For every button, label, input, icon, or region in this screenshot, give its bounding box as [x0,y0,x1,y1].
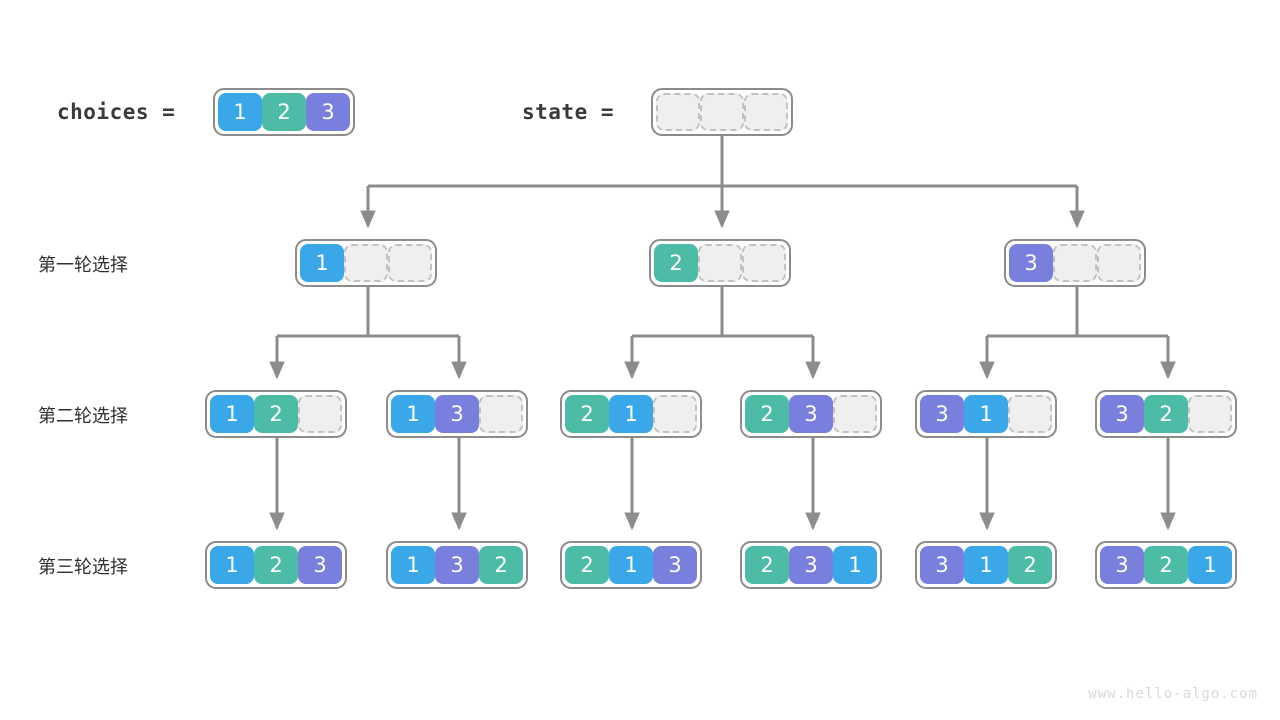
cell-empty [833,395,877,433]
cell-empty [1188,395,1232,433]
cell: 2 [479,546,523,584]
cell-empty [1008,395,1052,433]
cell: 1 [609,395,653,433]
cell: 2 [565,395,609,433]
cell-empty [479,395,523,433]
cell: 3 [920,546,964,584]
cell: 1 [964,546,1008,584]
cell: 3 [435,395,479,433]
cell-empty [698,244,742,282]
watermark: www.hello-algo.com [1088,686,1258,702]
cell: 1 [391,395,435,433]
cell: 2 [254,395,298,433]
state-cell-1 [700,93,744,131]
tree-node-level3-5: 3 2 1 [1095,541,1237,589]
cell: 3 [920,395,964,433]
cell: 2 [745,395,789,433]
cell: 3 [435,546,479,584]
cell-empty [742,244,786,282]
cell: 2 [1144,395,1188,433]
cell-empty [653,395,697,433]
choices-cell-1: 2 [262,93,306,131]
cell-empty [1097,244,1141,282]
cell: 2 [1144,546,1188,584]
cell-empty [344,244,388,282]
cell: 3 [653,546,697,584]
tree-node-level2-0: 1 2 [205,390,347,438]
tree-node-level3-4: 3 1 2 [915,541,1057,589]
tree-node-level3-3: 2 3 1 [740,541,882,589]
choices-cell-0: 1 [218,93,262,131]
state-label: state = [522,100,615,124]
cell: 3 [789,395,833,433]
tree-node-level1-0: 1 [295,239,437,287]
cell: 2 [254,546,298,584]
tree-node-level1-2: 3 [1004,239,1146,287]
cell: 1 [964,395,1008,433]
cell: 3 [1100,395,1144,433]
tree-node-level3-2: 2 1 3 [560,541,702,589]
cell: 1 [210,546,254,584]
cell-empty [298,395,342,433]
cell-empty [388,244,432,282]
row-label-round-2: 第二轮选择 [38,406,128,427]
cell: 1 [1188,546,1232,584]
tree-node-level2-2: 2 1 [560,390,702,438]
choices-array: 1 2 3 [213,88,355,136]
row-label-round-1: 第一轮选择 [38,255,128,276]
cell: 2 [654,244,698,282]
cell-empty [1053,244,1097,282]
state-cell-0 [656,93,700,131]
cell: 2 [745,546,789,584]
cell: 1 [609,546,653,584]
choices-label: choices = [57,100,176,124]
tree-node-level2-5: 3 2 [1095,390,1237,438]
tree-node-level3-0: 1 2 3 [205,541,347,589]
state-cell-2 [744,93,788,131]
tree-node-level3-1: 1 3 2 [386,541,528,589]
cell: 2 [565,546,609,584]
tree-node-level1-1: 2 [649,239,791,287]
cell: 3 [789,546,833,584]
tree-node-level2-4: 3 1 [915,390,1057,438]
state-array [651,88,793,136]
cell: 3 [298,546,342,584]
choices-cell-2: 3 [306,93,350,131]
tree-node-level2-3: 2 3 [740,390,882,438]
tree-node-level2-1: 1 3 [386,390,528,438]
cell: 1 [300,244,344,282]
cell: 3 [1100,546,1144,584]
cell: 1 [391,546,435,584]
row-label-round-3: 第三轮选择 [38,557,128,578]
cell: 1 [210,395,254,433]
cell: 2 [1008,546,1052,584]
cell: 3 [1009,244,1053,282]
cell: 1 [833,546,877,584]
